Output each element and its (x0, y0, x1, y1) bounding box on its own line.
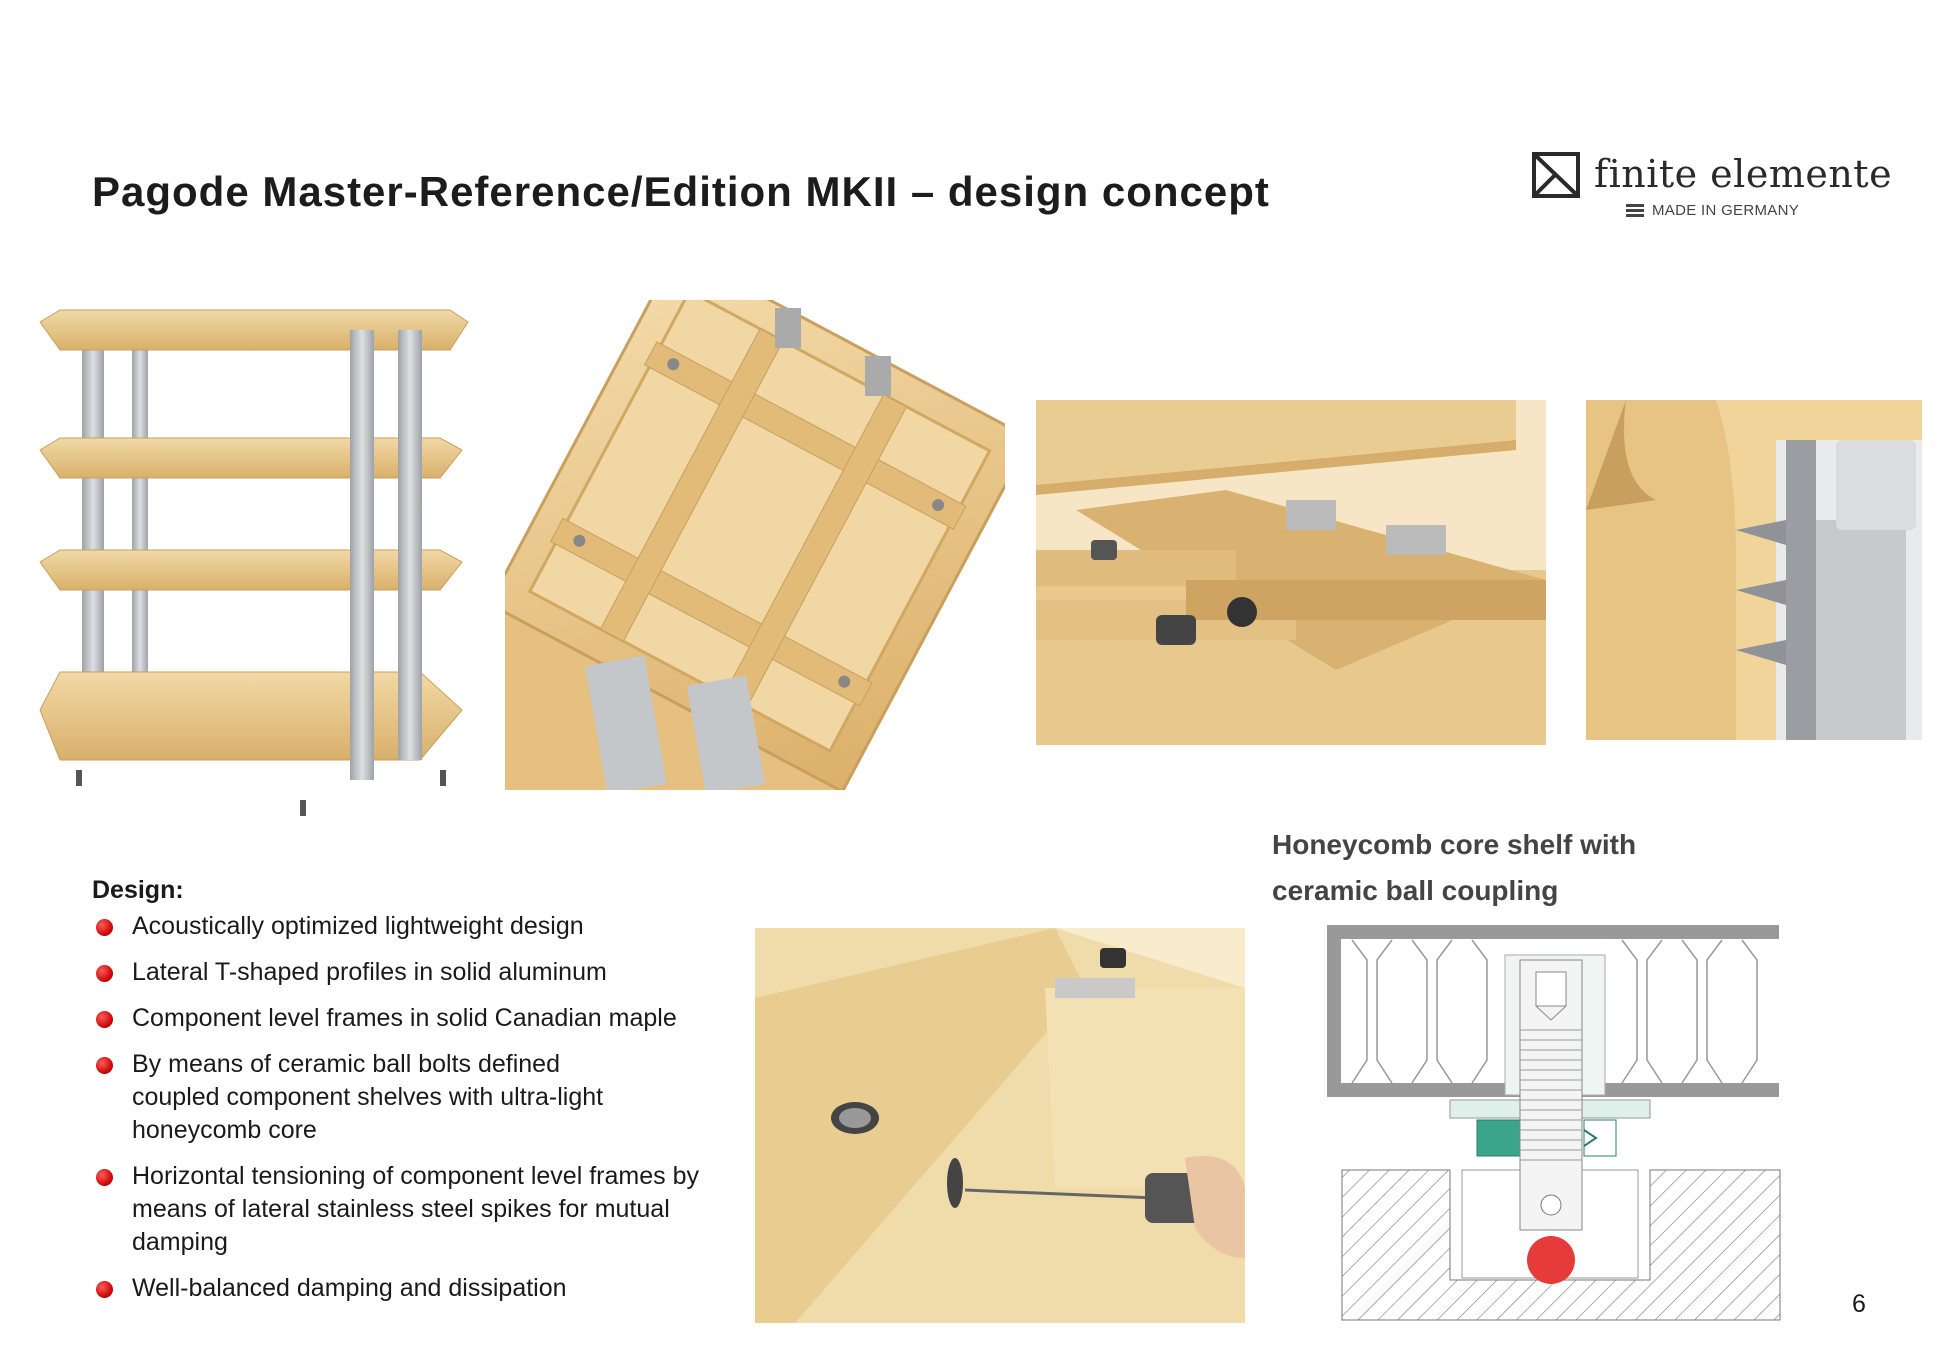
bullet-dot-icon (96, 1281, 113, 1298)
page-number: 6 (1852, 1290, 1866, 1318)
list-item: Well-balanced damping and dissipation (92, 1272, 752, 1305)
bullet-dot-icon (96, 1011, 113, 1028)
list-item: Acoustically optimized lightweight desig… (92, 910, 752, 943)
logo-mark-icon (1532, 152, 1580, 198)
bullet-dot-icon (96, 1057, 113, 1074)
logo-tagline: MADE IN GERMANY (1652, 202, 1800, 219)
logo-name: finite elemente (1594, 152, 1893, 196)
bullet-dot-icon (96, 919, 113, 936)
rack-photo (20, 300, 480, 820)
bullet-dot-icon (96, 1169, 113, 1186)
brand-logo: finite elemente MADE IN GERMANY (1530, 146, 1893, 226)
list-item: Lateral T-shaped profiles in solid alumi… (92, 956, 752, 989)
list-item: Component level frames in solid Canadian… (92, 1002, 752, 1035)
menu-lines-icon (1626, 204, 1644, 218)
page-title: Pagode Master-Reference/Edition MKII – d… (92, 168, 1270, 215)
list-item: By means of ceramic ball bolts defined c… (92, 1048, 612, 1147)
frame-underside-photo (505, 300, 1005, 790)
design-heading: Design: (92, 876, 184, 904)
bolt-insertion-photo (755, 928, 1245, 1323)
corner-detail-photo (1036, 400, 1546, 745)
honeycomb-title: Honeycomb core shelf with ceramic ball c… (1272, 829, 1637, 906)
spike-closeup-photo (1586, 400, 1922, 740)
design-list: Acoustically optimized lightweight desig… (92, 910, 752, 1318)
honeycomb-diagram (1322, 920, 1782, 1326)
bullet-dot-icon (96, 965, 113, 982)
list-item: Horizontal tensioning of component level… (92, 1160, 752, 1259)
